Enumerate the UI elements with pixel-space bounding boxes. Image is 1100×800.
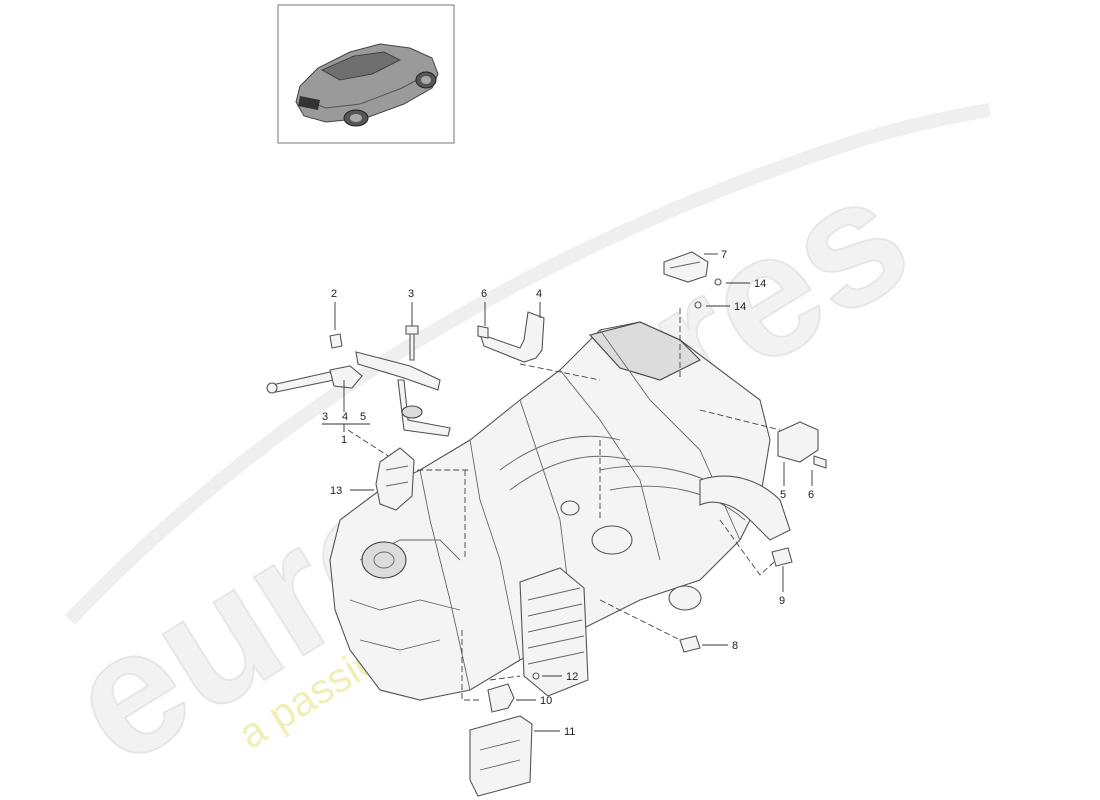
callout-12: 12 xyxy=(566,671,578,683)
callout-7: 7 xyxy=(721,249,727,261)
callout-5-right: 5 xyxy=(780,489,786,501)
callout-3-top: 3 xyxy=(408,288,414,300)
leader-lines xyxy=(322,253,813,732)
callout-10: 10 xyxy=(540,695,552,707)
callout-4-group: 4 xyxy=(342,411,348,423)
callout-13: 13 xyxy=(330,485,342,497)
bracket-assembly xyxy=(477,311,545,363)
sensors xyxy=(469,547,793,797)
shift-linkage-assembly xyxy=(266,325,451,437)
car-thumbnail xyxy=(277,4,455,144)
callout-4-top: 4 xyxy=(536,288,542,300)
callout-11: 11 xyxy=(564,726,575,738)
sensor-bracket xyxy=(663,251,722,309)
callout-3-group: 3 xyxy=(322,411,328,423)
callout-14-b: 14 xyxy=(734,301,746,313)
callout-5-group: 5 xyxy=(360,411,366,423)
callout-1: 1 xyxy=(341,434,347,446)
callout-6-top: 6 xyxy=(481,288,487,300)
callout-14-a: 14 xyxy=(754,278,766,290)
callouts: 2 3 6 4 3 4 5 1 13 7 14 14 5 6 9 8 12 10… xyxy=(322,249,814,738)
clamp-5-6 xyxy=(777,421,827,469)
callout-8: 8 xyxy=(732,640,738,652)
callout-9: 9 xyxy=(779,595,785,607)
transmission-assembly xyxy=(329,308,791,701)
mount-13 xyxy=(375,447,415,511)
callout-6-right: 6 xyxy=(808,489,814,501)
car-thumbnail-icon xyxy=(295,43,439,127)
callout-2: 2 xyxy=(331,288,337,300)
